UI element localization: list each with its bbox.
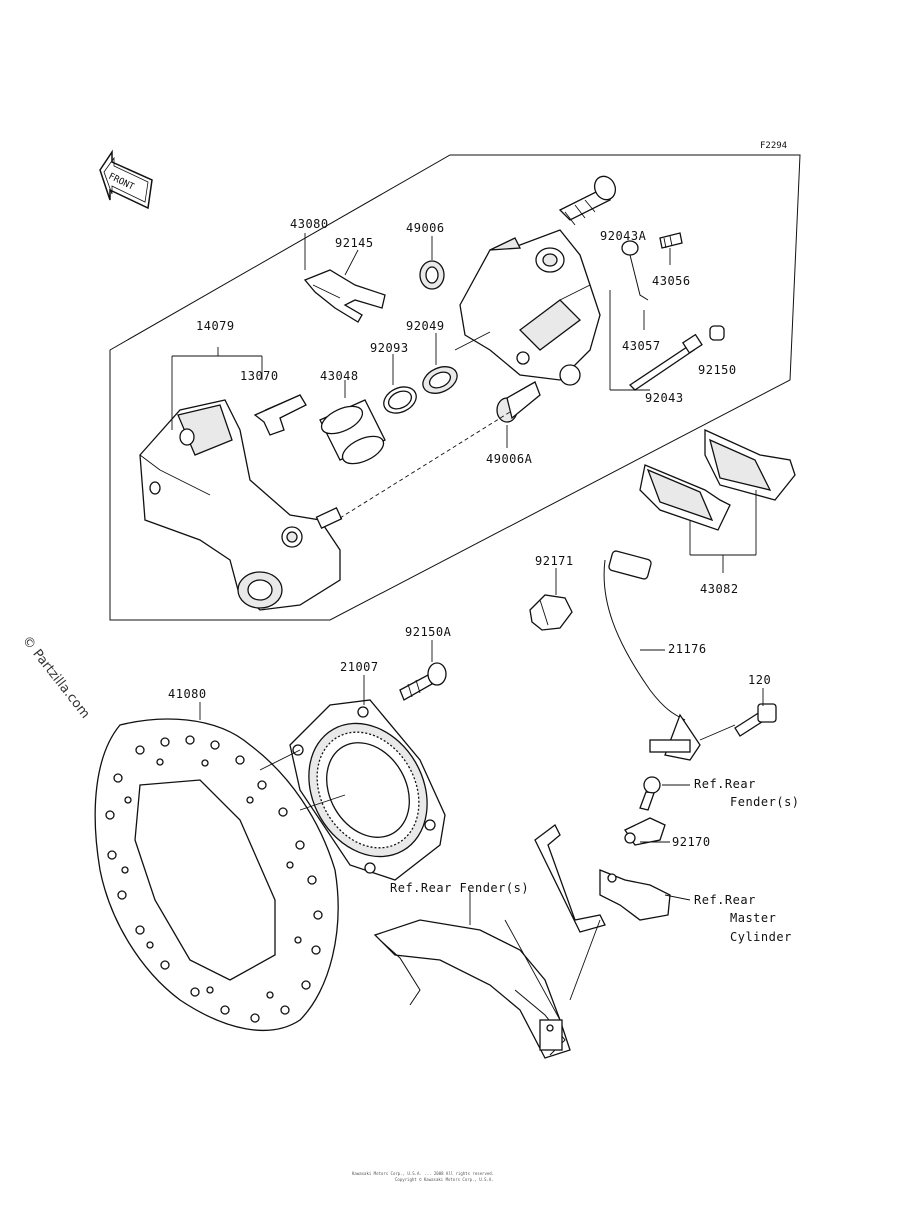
pad-clip: [303, 269, 386, 323]
bleeder-valve: [659, 232, 683, 249]
label-43082: 43082: [700, 582, 739, 596]
ref-master-cylinder-line2: Master: [730, 911, 776, 925]
bleeder-cap: [621, 240, 649, 301]
piston: [319, 399, 386, 465]
label-92093: 92093: [370, 341, 409, 355]
sensor-bracket: [534, 824, 671, 933]
rear-fender-section: [373, 919, 571, 1059]
abs-sensor: [603, 550, 701, 761]
label-13070: 13070: [240, 369, 279, 383]
pin-boot-a: [496, 381, 541, 423]
ref-rear-fender-inline: Ref.Rear Fender(s): [390, 881, 529, 895]
label-120: 120: [748, 673, 771, 687]
label-92043: 92043: [645, 391, 684, 405]
watermark: © Partzilla.com: [19, 633, 93, 721]
ref-master-cylinder-line3: Cylinder: [730, 930, 792, 944]
pin-boot: [419, 260, 445, 290]
sensor-bolt: [734, 703, 777, 737]
ref-master-cylinder-line1: Ref.Rear: [694, 893, 756, 907]
piston-seal: [383, 386, 417, 414]
sensor-clamp: [529, 594, 573, 631]
label-92150: 92150: [698, 363, 737, 377]
front-direction-arrow-icon: FRONT: [99, 149, 153, 210]
label-92049: 92049: [406, 319, 445, 333]
caliper-assembly-boundary: [109, 154, 801, 621]
slide-pin: [628, 333, 703, 391]
footer-line-2: Copyright © Kawasaki Motors Corp., U.S.A…: [395, 1177, 494, 1182]
pin-plug: [709, 325, 725, 341]
dust-seal: [422, 366, 458, 394]
label-92043A: 92043A: [600, 229, 647, 243]
fender-bolt: [639, 776, 661, 811]
label-14079: 14079: [196, 319, 235, 333]
label-43056: 43056: [652, 274, 691, 288]
sensor-rotor-ring: [289, 699, 446, 881]
label-92170: 92170: [672, 835, 711, 849]
pad-spring: [253, 394, 307, 436]
label-21007: 21007: [340, 660, 379, 674]
ring-bolt: [399, 662, 447, 701]
brake-disc: [94, 718, 339, 1032]
label-43048: 43048: [320, 369, 359, 383]
label-41080: 41080: [168, 687, 207, 701]
ref-rear-fender-line2: Fender(s): [730, 795, 800, 809]
label-92150A: 92150A: [405, 625, 452, 639]
figure-code: F2294: [760, 141, 787, 151]
label-92145: 92145: [335, 236, 374, 250]
label-49006: 49006: [406, 221, 445, 235]
label-49006A: 49006A: [486, 452, 533, 466]
label-21176: 21176: [668, 642, 707, 656]
slide-pin-a: [558, 175, 617, 226]
sensor-collar: [624, 817, 666, 846]
label-43080: 43080: [290, 217, 329, 231]
caliper-body: [459, 229, 601, 386]
caliper-bracket: [139, 399, 343, 611]
label-92171: 92171: [535, 554, 574, 568]
brake-pads: [639, 428, 796, 531]
footer-line-1: Kawasaki Motors Corp., U.S.A. ... 2008 A…: [352, 1171, 494, 1176]
ref-rear-fender-line1: Ref.Rear: [694, 777, 756, 791]
label-43057: 43057: [622, 339, 661, 353]
